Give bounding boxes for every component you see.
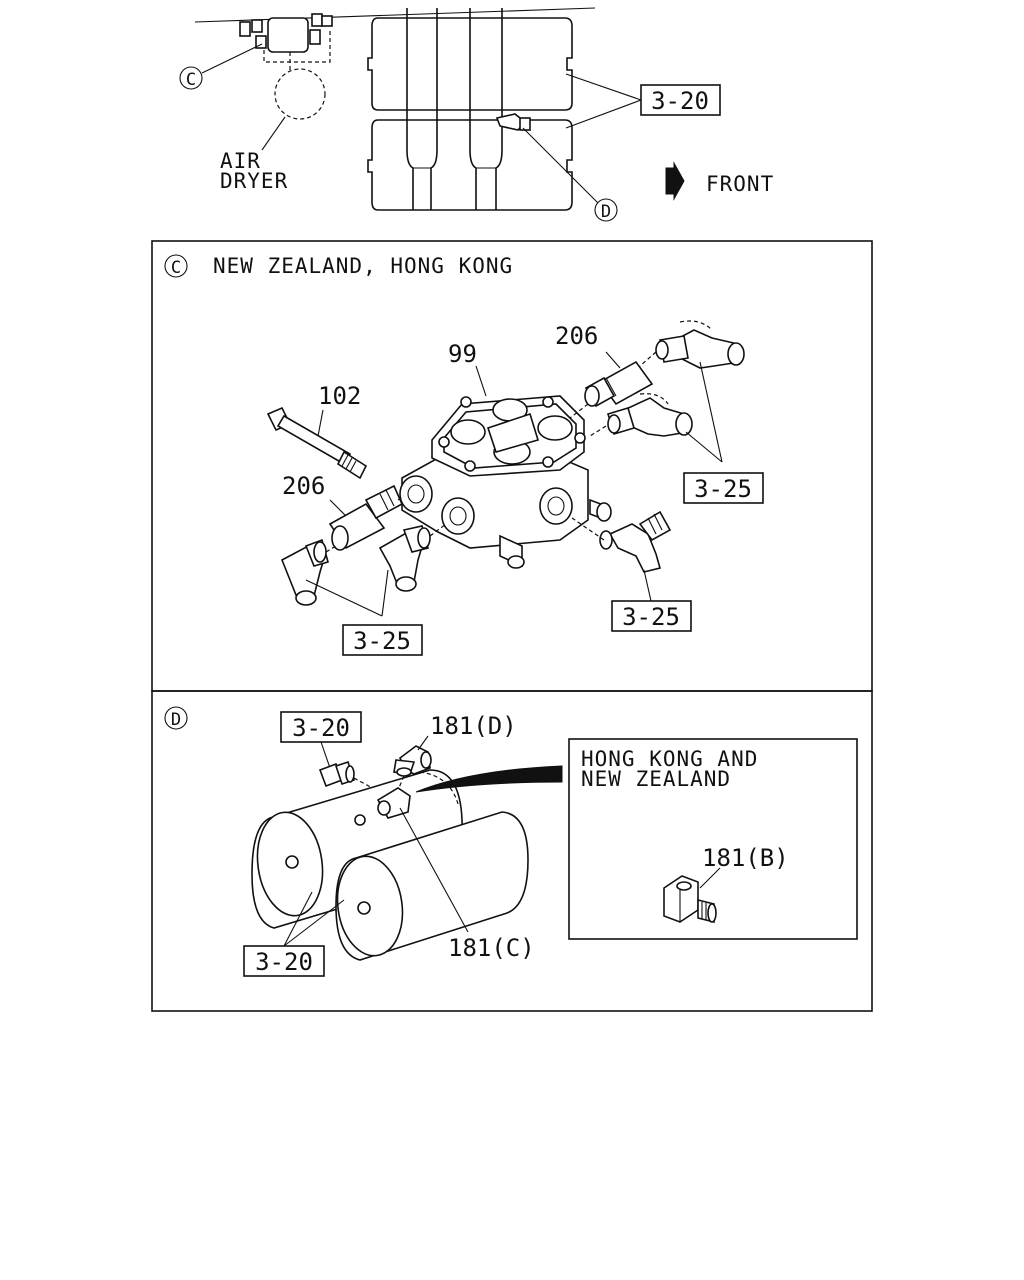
overview-air-tanks [367, 8, 573, 211]
fitting-181b [663, 875, 717, 924]
label-102: 102 [318, 382, 361, 410]
inset-title-1: HONG KONG AND [581, 747, 758, 771]
label-181b: 181(B) [702, 844, 789, 872]
elbow-fitting-top-right [655, 320, 745, 369]
overview-valve [239, 13, 333, 72]
air-dryer-label-1: AIR [220, 149, 261, 173]
circle-c-icon: C [179, 66, 203, 90]
ref-3-25-bottom-right-text: 3-25 [622, 603, 680, 631]
circle-c-letter: C [186, 70, 196, 90]
bolt-102 [266, 406, 368, 480]
ref-3-20-top: 3-20 [280, 711, 362, 743]
relay-valve-99 [399, 395, 612, 569]
panel-c-marker-letter: C [171, 258, 181, 278]
ref-3-20-bottom-text: 3-20 [255, 948, 313, 976]
label-181d: 181(D) [430, 712, 517, 740]
label-206-left: 206 [282, 472, 325, 500]
ref-3-25-top-right: 3-25 [683, 472, 764, 504]
label-206-top: 206 [555, 322, 598, 350]
ref-3-25-bottom-left: 3-25 [342, 624, 423, 656]
air-tanks-panel-d [251, 769, 529, 961]
ref-3-20-overview: 3-20 [640, 84, 721, 116]
overview-section: AIR DRYER C 3-20 [179, 7, 774, 222]
air-dryer-label-2: DRYER [220, 169, 288, 193]
fitting-206-left [328, 484, 404, 551]
fitting-181d [393, 745, 432, 777]
fitting-181c [354, 787, 411, 826]
panel-d-marker: D [164, 706, 188, 730]
ref-3-25-top-right-text: 3-25 [694, 475, 752, 503]
air-dryer-outline [274, 68, 326, 120]
ref-3-20-bottom: 3-20 [243, 945, 325, 977]
elbow-fitting-bottom-left-1 [280, 538, 329, 606]
ref-3-20-top-text: 3-20 [292, 714, 350, 742]
panel-c-title: NEW ZEALAND, HONG KONG [213, 254, 513, 278]
front-label: FRONT [706, 172, 774, 196]
inset-title-2: NEW ZEALAND [581, 767, 731, 791]
drain-valve [318, 760, 356, 788]
circle-d-letter: D [601, 202, 611, 222]
panel-c-marker: C [164, 254, 188, 278]
inset-hong-kong-nz: HONG KONG AND NEW ZEALAND 181(B) [568, 738, 858, 940]
elbow-fitting-bottom-right [599, 510, 672, 573]
label-99: 99 [448, 340, 477, 368]
ref-3-25-bottom-right: 3-25 [611, 600, 692, 632]
ref-3-20-overview-text: 3-20 [651, 87, 709, 115]
inset-pointer [415, 765, 563, 793]
elbow-fitting-bottom-left-2 [378, 525, 431, 592]
panel-d: D 3-20 [151, 690, 873, 1012]
panel-c: C NEW ZEALAND, HONG KONG 102 [151, 240, 873, 692]
elbow-fitting-right-mid [607, 393, 693, 437]
front-arrow-icon [665, 161, 685, 201]
fitting-206-top [584, 360, 654, 408]
ref-3-25-bottom-left-text: 3-25 [353, 627, 411, 655]
panel-d-marker-letter: D [171, 710, 181, 730]
label-181c: 181(C) [448, 934, 535, 962]
circle-d-icon: D [594, 198, 618, 222]
